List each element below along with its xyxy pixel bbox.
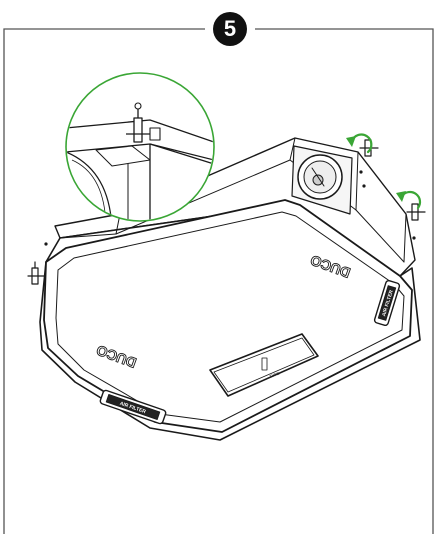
- filter-slot-right: AIR FILTER: [373, 279, 401, 327]
- unit-bottom-bevel: [55, 211, 405, 423]
- unit-bottom-panel: [43, 199, 413, 433]
- ventilation-unit: AIR FILTER AIR FILTER TYPE DUCO DUCO: [27, 137, 426, 441]
- detail-zoom-callout: [65, 72, 215, 222]
- step-frame: [3, 28, 434, 534]
- step-number-badge: 5: [213, 12, 247, 46]
- type-plate-label: TYPE: [269, 371, 281, 379]
- zoom-detail-drawing: [67, 102, 213, 220]
- mounting-bracket-right: [406, 203, 426, 221]
- duct-recess: [291, 145, 353, 215]
- mounting-bracket-left: [27, 261, 45, 285]
- rotate-arrow-icon: [346, 133, 373, 154]
- filter-slot-bottom: AIR FILTER: [99, 389, 167, 425]
- service-hatch: TYPE: [209, 333, 319, 397]
- mounting-bracket-top: [359, 139, 379, 157]
- rotate-arrow-icon: [396, 190, 422, 210]
